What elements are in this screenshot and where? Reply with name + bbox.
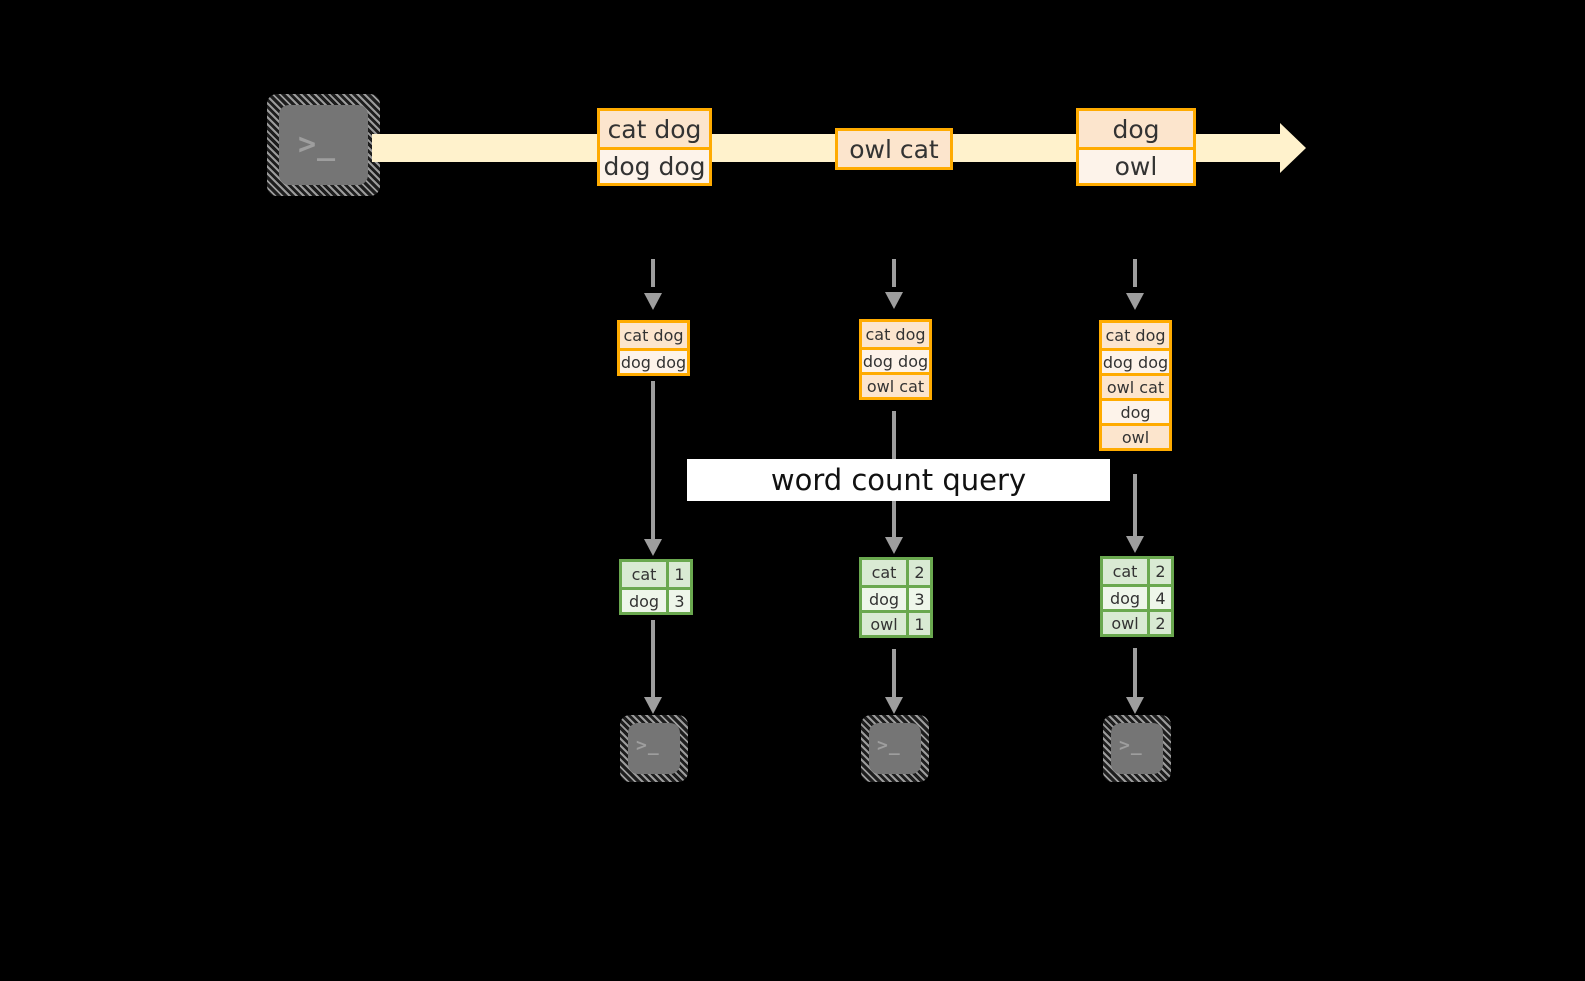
snapshot-2-count-table[interactable]: cat 2 dog 3 owl 1 <box>859 557 933 638</box>
snapshot-3-input-stack[interactable]: cat dog dog dog owl cat dog owl <box>1099 320 1172 451</box>
terminal-prompt-glyph: >_ <box>636 735 660 756</box>
stack-row: cat dog <box>620 323 687 348</box>
snapshot-2-input-stack[interactable]: cat dog dog dog owl cat <box>859 319 932 400</box>
feed-arrow-dash-2 <box>892 259 896 287</box>
query-arrow-head-2 <box>885 537 903 554</box>
count-row: owl 1 <box>862 610 930 635</box>
count-row: cat 2 <box>862 560 930 585</box>
snapshot-2-sink-terminal-icon: >_ <box>861 715 929 782</box>
count-row: dog 3 <box>862 585 930 610</box>
feed-arrow-head-1 <box>644 293 662 310</box>
count-word: cat <box>1103 559 1147 584</box>
sink-arrow-line-3 <box>1133 648 1137 697</box>
source-terminal-icon: >_ <box>267 94 380 196</box>
count-word: cat <box>622 562 666 587</box>
stack-row: dog dog <box>1102 348 1169 373</box>
count-row: owl 2 <box>1103 609 1171 634</box>
snapshot-1-sink-terminal-icon: >_ <box>620 715 688 782</box>
message-row: dog dog <box>600 147 709 183</box>
count-word: dog <box>622 590 666 612</box>
count-value: 2 <box>906 560 930 585</box>
count-word: dog <box>1103 587 1147 609</box>
count-value: 2 <box>1147 612 1171 634</box>
count-word: owl <box>1103 612 1147 634</box>
stream-message-1[interactable]: cat dog dog dog <box>597 108 712 186</box>
stream-arrowhead <box>1280 123 1306 173</box>
sink-arrow-head-3 <box>1126 697 1144 714</box>
count-value: 2 <box>1147 559 1171 584</box>
stack-row: cat dog <box>1102 323 1169 348</box>
message-row: owl cat <box>838 131 950 167</box>
feed-arrow-dash-3 <box>1133 259 1137 287</box>
count-value: 4 <box>1147 587 1171 609</box>
query-arrow-head-3 <box>1126 536 1144 553</box>
query-arrow-line-3 <box>1133 474 1137 536</box>
snapshot-3-count-table[interactable]: cat 2 dog 4 owl 2 <box>1100 556 1174 637</box>
count-value: 1 <box>906 613 930 635</box>
count-row: dog 3 <box>622 587 690 612</box>
terminal-body <box>869 723 921 774</box>
query-arrow-head-1 <box>644 539 662 556</box>
message-row: owl <box>1079 147 1193 183</box>
stack-row: dog dog <box>620 348 687 373</box>
feed-arrow-dash-1 <box>651 259 655 287</box>
snapshot-3-sink-terminal-icon: >_ <box>1103 715 1171 782</box>
terminal-body <box>628 723 680 774</box>
feed-arrow-head-3 <box>1126 293 1144 310</box>
sink-arrow-head-1 <box>644 697 662 714</box>
terminal-prompt-glyph: >_ <box>298 127 337 162</box>
count-word: owl <box>862 613 906 635</box>
message-row: cat dog <box>600 111 709 147</box>
count-row: dog 4 <box>1103 584 1171 609</box>
terminal-body <box>279 105 368 185</box>
stream-message-3[interactable]: dog owl <box>1076 108 1196 186</box>
count-row: cat 1 <box>622 562 690 587</box>
query-label: word count query <box>687 459 1110 501</box>
stack-row: owl cat <box>862 372 929 397</box>
stack-row: cat dog <box>862 322 929 347</box>
count-value: 1 <box>666 562 690 587</box>
terminal-prompt-glyph: >_ <box>877 735 901 756</box>
stack-row: dog <box>1102 398 1169 423</box>
stack-row: owl <box>1102 423 1169 448</box>
count-value: 3 <box>666 590 690 612</box>
terminal-prompt-glyph: >_ <box>1119 735 1143 756</box>
snapshot-1-count-table[interactable]: cat 1 dog 3 <box>619 559 693 615</box>
query-arrow-line-1 <box>651 381 655 539</box>
stack-row: owl cat <box>1102 373 1169 398</box>
feed-arrow-head-2 <box>885 292 903 309</box>
sink-arrow-line-1 <box>651 620 655 697</box>
terminal-body <box>1111 723 1163 774</box>
count-row: cat 2 <box>1103 559 1171 584</box>
count-word: cat <box>862 560 906 585</box>
message-row: dog <box>1079 111 1193 147</box>
count-value: 3 <box>906 588 930 610</box>
stack-row: dog dog <box>862 347 929 372</box>
stream-message-2[interactable]: owl cat <box>835 128 953 170</box>
count-word: dog <box>862 588 906 610</box>
sink-arrow-head-2 <box>885 697 903 714</box>
sink-arrow-line-2 <box>892 649 896 697</box>
snapshot-1-input-stack[interactable]: cat dog dog dog <box>617 320 690 376</box>
